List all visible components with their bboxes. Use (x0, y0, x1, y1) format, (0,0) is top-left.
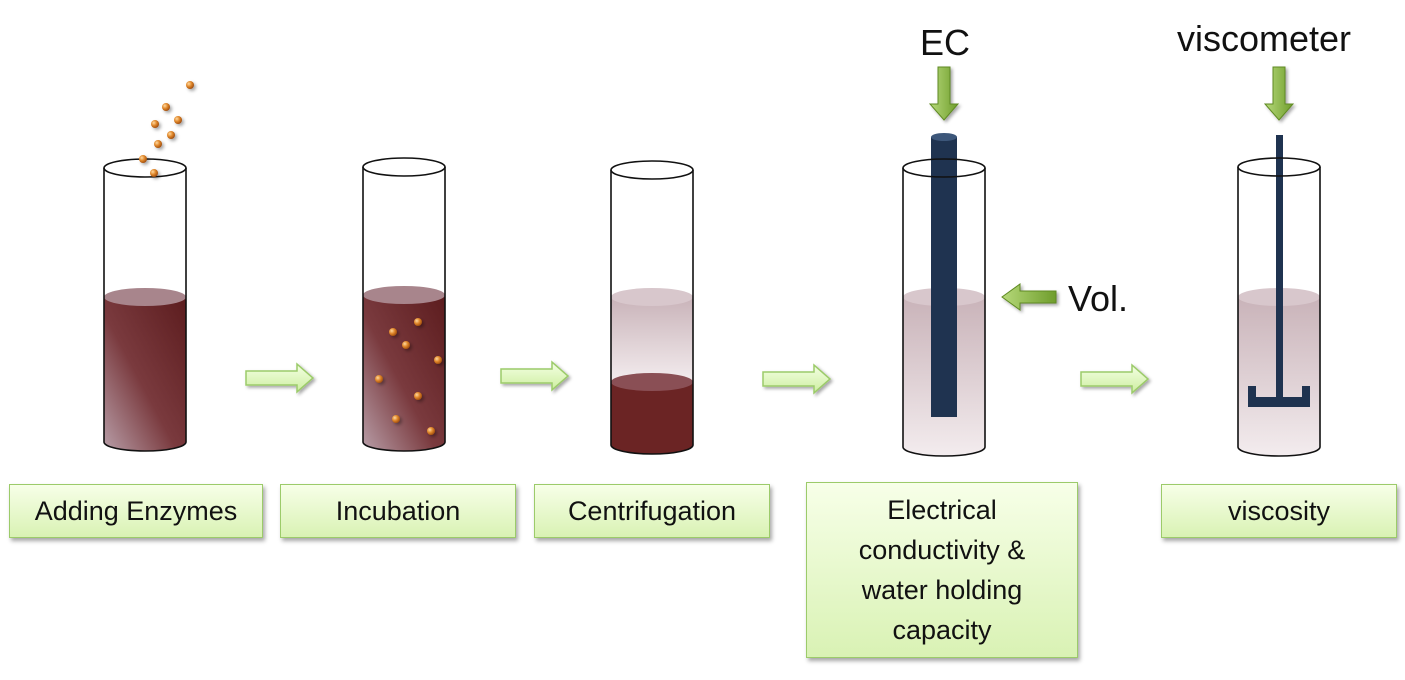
enzyme-bead-icon (414, 318, 422, 326)
test-tube-adding-enzymes (103, 158, 187, 452)
tube-rim (1237, 157, 1321, 177)
enzyme-bead-icon (427, 427, 435, 435)
enzyme-beads-falling (139, 81, 194, 177)
step-label-viscosity: viscosity (1161, 484, 1397, 538)
enzyme-bead-icon (392, 415, 400, 423)
tube-outline (610, 170, 694, 455)
flow-arrow-icon (1080, 363, 1150, 395)
tube-rim (362, 157, 446, 177)
sample-liquid (363, 295, 445, 451)
sediment-layer (611, 382, 693, 454)
test-tube-conductivity (902, 133, 986, 457)
enzyme-bead-icon (402, 341, 410, 349)
enzyme-bead-icon (139, 155, 147, 163)
flow-arrow-icon (245, 362, 315, 394)
pointer-arrow-icon (928, 66, 960, 121)
enzyme-bead-icon (434, 356, 442, 364)
step-label-incubation: Incubation (280, 484, 516, 538)
ec-label: EC (920, 22, 971, 63)
viscometer-spindle-icon (1248, 135, 1310, 407)
enzyme-bead-icon (174, 116, 182, 124)
step-label-centrifugation: Centrifugation (534, 484, 770, 538)
viscometer-label: viscometer (1177, 18, 1352, 59)
supernatant-surface (611, 288, 693, 306)
probe-icon (931, 137, 957, 417)
enzyme-bead-icon (162, 103, 170, 111)
test-tube-centrifugation (610, 160, 694, 455)
supernatant-layer (611, 297, 693, 382)
enzyme-bead-icon (414, 392, 422, 400)
pointer-arrow-icon (1263, 66, 1295, 121)
enzyme-bead-icon (389, 328, 397, 336)
enzyme-beads-dispersed (375, 318, 442, 435)
tube-outline (1237, 167, 1321, 457)
enzyme-bead-icon (186, 81, 194, 89)
tube-outline (103, 168, 187, 452)
sample-liquid (104, 297, 186, 451)
step-label-conductivity-whc: Electrical conductivity & water holding … (806, 482, 1078, 658)
tube-rim (902, 158, 986, 178)
step-label-adding-enzymes: Adding Enzymes (9, 484, 263, 538)
enzyme-bead-icon (167, 131, 175, 139)
test-tube-viscosity (1237, 135, 1321, 457)
enzyme-bead-icon (154, 140, 162, 148)
probe-tip (931, 133, 957, 141)
pointer-arrow-icon (1001, 283, 1057, 311)
tube-outline (362, 167, 446, 452)
enzyme-bead-icon (375, 375, 383, 383)
test-tube-incubation (362, 157, 446, 452)
liquid-surface (104, 288, 186, 306)
flow-arrow-icon (500, 360, 570, 392)
sediment-surface (611, 373, 693, 391)
flow-arrow-icon (762, 363, 832, 395)
tube-rim (610, 160, 694, 180)
tube-outline (902, 168, 986, 457)
enzyme-bead-icon (151, 120, 159, 128)
liquid-surface (363, 286, 445, 304)
enzyme-bead-icon (150, 169, 158, 177)
volume-label: Vol. (1068, 278, 1129, 319)
